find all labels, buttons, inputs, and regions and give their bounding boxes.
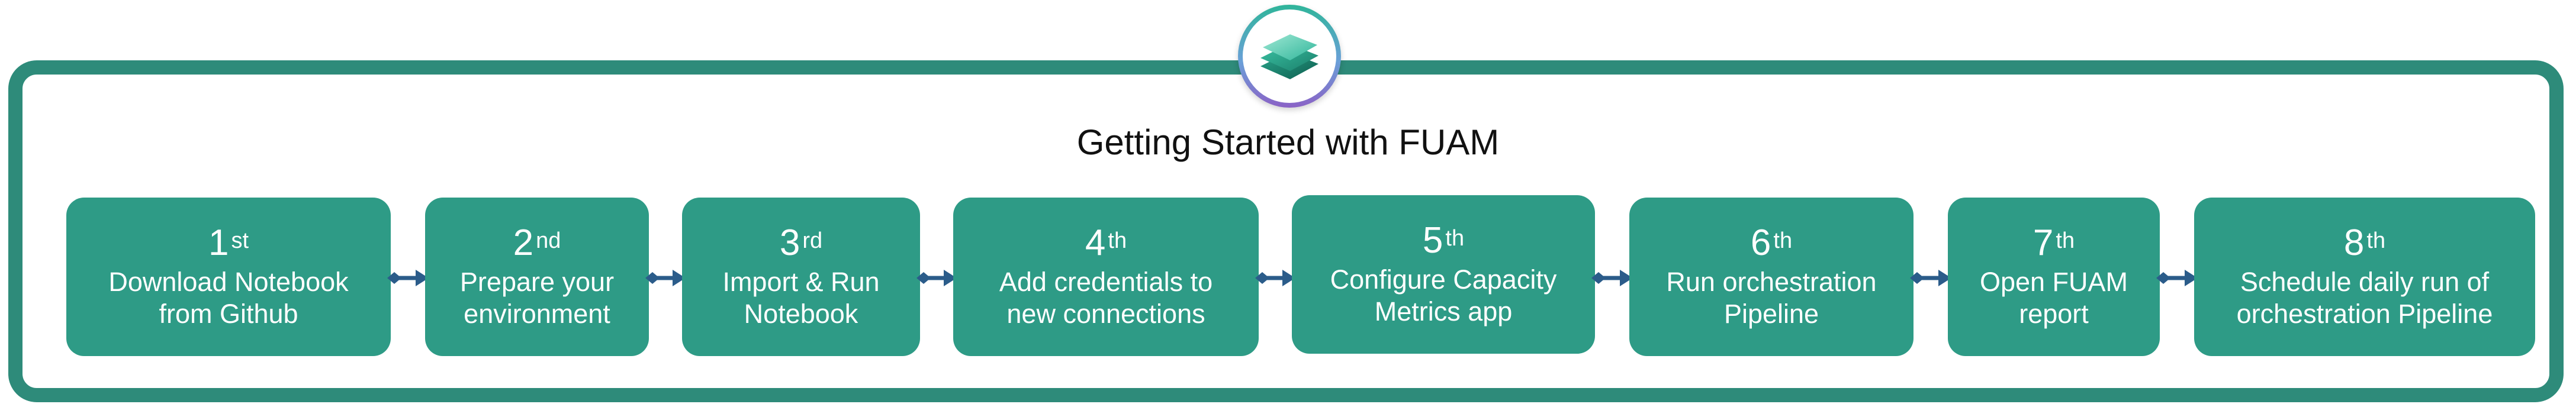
step-ordinal-suffix: nd [536, 228, 561, 253]
fabric-layers-icon [1260, 34, 1318, 79]
step-label: Schedule daily run of orchestration Pipe… [2236, 267, 2493, 329]
connector-arrow-icon [916, 270, 957, 286]
step-label: Add credentials to new connections [999, 267, 1213, 329]
connector-arrow-icon [387, 270, 429, 286]
step-ordinal-suffix: st [231, 228, 249, 253]
connector-arrow-icon [1910, 270, 1951, 286]
step-label: Configure Capacity Metrics app [1330, 264, 1557, 327]
step-number: 5 [1422, 220, 1443, 261]
step-number: 4 [1085, 222, 1106, 263]
step-label: Import & Run Notebook [722, 267, 880, 329]
step-label: Open FUAM report [1979, 267, 2128, 329]
step-ordinal-suffix: th [1445, 226, 1465, 251]
step-ordinal-suffix: rd [802, 228, 823, 253]
step-label: Run orchestration Pipeline [1666, 267, 1877, 329]
step-label: Prepare your environment [459, 267, 615, 329]
step-number: 2 [513, 222, 534, 263]
connector-arrow-icon [2156, 270, 2198, 286]
step-ordinal-suffix: th [1108, 228, 1127, 253]
diagram-title: Getting Started with FUAM [1076, 122, 1500, 162]
logo-badge [1238, 5, 1341, 108]
connector-arrow-icon [1255, 270, 1295, 286]
step-ordinal-suffix: th [2366, 228, 2386, 253]
step-number: 8 [2343, 222, 2365, 263]
step-number: 1 [208, 222, 229, 263]
connector-arrow-icon [1591, 270, 1633, 286]
step-number: 7 [2033, 222, 2054, 263]
connector-arrow-icon [645, 270, 686, 286]
step-number: 6 [1750, 222, 1771, 263]
step-label: Download Notebook from Github [108, 267, 349, 329]
step-number: 3 [779, 222, 800, 263]
step-ordinal-suffix: th [1773, 228, 1793, 253]
diagram-frame [8, 60, 2564, 402]
step-ordinal-suffix: th [2056, 228, 2075, 253]
